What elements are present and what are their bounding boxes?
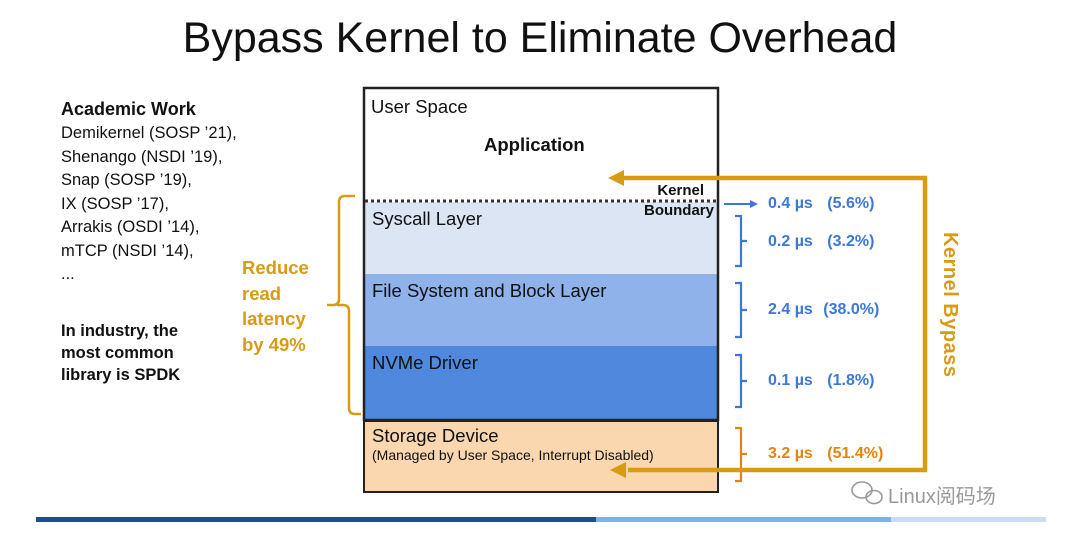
storage-device-box	[363, 420, 719, 493]
timing-pct: (3.2%)	[827, 233, 875, 250]
timing-pct: (51.4%)	[827, 445, 884, 462]
timing-filesystem: 2.4 µs (38.0%)	[768, 301, 879, 319]
storage-device-label: Storage Device	[372, 425, 499, 446]
bypass-arrowhead-top	[608, 170, 624, 186]
footer-bar-dark	[36, 517, 596, 522]
syscall-layer-label: Syscall Layer	[372, 208, 483, 229]
timing-storage: 3.2 µs (51.4%)	[768, 445, 883, 463]
academic-item: Snap (SOSP ’19),	[61, 171, 192, 189]
academic-item: Demikernel (SOSP ’21),	[61, 124, 237, 142]
timing-pct: (5.6%)	[827, 195, 875, 212]
academic-item: ...	[61, 265, 75, 283]
page-title: Bypass Kernel to Eliminate Overhead	[182, 14, 898, 62]
timing-boundary: 0.4 µs (5.6%)	[768, 195, 874, 213]
nvme-driver-label: NVMe Driver	[372, 352, 478, 373]
kernel-bypass-label: Kernel Bypass	[939, 232, 961, 378]
kernel-boundary-label: Kernel Boundary	[622, 181, 714, 221]
wechat-icon	[851, 481, 883, 505]
timing-value: 2.4 µs	[768, 301, 813, 318]
footer-bar-light	[596, 517, 891, 522]
stack-outline	[362, 86, 720, 422]
boundary-label: Boundary	[643, 202, 714, 219]
brace-nvme	[735, 353, 747, 409]
kernel-label: Kernel	[657, 182, 704, 199]
reduce-line: read	[242, 282, 282, 304]
reduce-line: by 49%	[242, 333, 306, 355]
industry-line: library is SPDK	[61, 366, 181, 384]
reduce-line: latency	[242, 308, 306, 329]
filesystem-layer	[365, 274, 718, 346]
timing-syscall: 0.2 µs (3.2%)	[768, 233, 874, 251]
academic-work-heading: Academic Work	[61, 99, 196, 119]
filesystem-layer-label: File System and Block Layer	[372, 280, 607, 301]
application-label: Application	[484, 134, 585, 155]
syscall-layer	[365, 202, 718, 274]
brace-syscall	[735, 214, 747, 268]
academic-item: mTCP (NSDI ’14),	[61, 241, 194, 260]
academic-work-section: Academic Work Demikernel (SOSP ’21), She…	[61, 99, 237, 287]
timing-value: 0.4 µs	[768, 195, 813, 212]
timing-value: 3.2 µs	[768, 445, 813, 462]
nvme-driver-layer	[365, 346, 718, 420]
reduce-line: Reduce	[242, 257, 309, 278]
industry-note: In industry, the most common library is …	[61, 320, 180, 386]
timing-pct: (38.0%)	[823, 301, 880, 318]
footer-bar-pale	[891, 517, 1046, 522]
industry-line: most common	[61, 344, 174, 362]
academic-item: IX (SOSP ’17),	[61, 194, 169, 213]
user-space-label: User Space	[371, 96, 468, 117]
timing-pct: (1.8%)	[827, 372, 875, 389]
timing-value: 0.2 µs	[768, 233, 813, 250]
brace-storage	[735, 426, 747, 483]
timing-value: 0.1 µs	[768, 372, 813, 389]
academic-item: Arrakis (OSDI ’14),	[61, 218, 200, 236]
timing-nvme: 0.1 µs (1.8%)	[768, 372, 874, 390]
brace-reduce	[327, 194, 361, 416]
brace-filesystem	[735, 281, 747, 339]
academic-work-list: Demikernel (SOSP ’21), Shenango (NSDI ’1…	[61, 122, 237, 287]
watermark-text: Linux阅码场	[888, 486, 996, 508]
kernel-bypass-line	[620, 175, 928, 473]
reduce-latency-note: Reduce read latency by 49%	[242, 255, 309, 357]
bypass-arrowhead-bottom	[610, 462, 626, 478]
academic-item: Shenango (NSDI ’19),	[61, 147, 223, 166]
industry-line: In industry, the	[61, 322, 179, 340]
storage-device-sublabel: (Managed by User Space, Interrupt Disabl…	[372, 447, 654, 463]
